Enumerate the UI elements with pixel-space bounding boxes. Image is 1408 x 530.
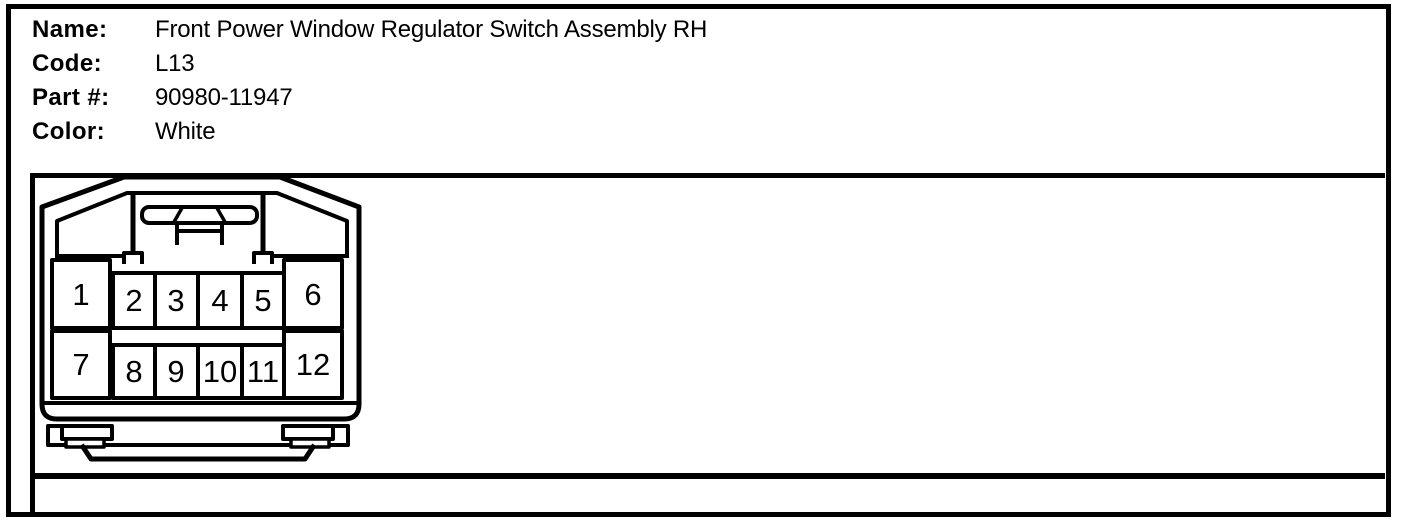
skirt-bottom-lip xyxy=(79,443,317,462)
pin-number-5: 5 xyxy=(254,283,271,318)
latch-tab-left-slant xyxy=(171,205,185,225)
skirt-right-foot xyxy=(281,424,335,441)
skirt-right-foot-step xyxy=(289,437,331,449)
pin-number-10: 10 xyxy=(203,354,237,389)
field-label-name: Name: xyxy=(32,16,108,43)
pin-grid xyxy=(50,258,344,400)
connector-pinout-diagram: 1 2 3 4 5 6 7 8 9 10 11 12 xyxy=(39,174,362,462)
pin-number-6: 6 xyxy=(304,277,321,312)
skirt-outline xyxy=(46,424,350,447)
field-value-code: L13 xyxy=(155,50,195,77)
pin-number-11: 11 xyxy=(247,354,279,389)
empty-footer-row xyxy=(35,479,1385,512)
field-value-part-number: 90980-11947 xyxy=(155,84,293,111)
pin-number-12: 12 xyxy=(296,347,330,382)
connector-skirt xyxy=(46,424,350,462)
pin-number-3: 3 xyxy=(167,283,184,318)
header-divider-line xyxy=(30,173,1385,178)
field-row-name: Name: Front Power Window Regulator Switc… xyxy=(0,16,1408,46)
skirt-left-foot xyxy=(60,424,114,441)
pin-number-7: 7 xyxy=(72,347,89,382)
pin-cavity-6 xyxy=(282,258,344,330)
table-border xyxy=(6,4,1391,517)
pin-number-1: 1 xyxy=(72,277,89,312)
footer-divider-line xyxy=(30,473,1385,479)
field-label-code: Code: xyxy=(32,50,102,77)
connector-info-header: Name: Front Power Window Regulator Switc… xyxy=(0,0,1408,173)
field-value-color: White xyxy=(155,118,216,145)
pin-cavity-12 xyxy=(282,329,344,400)
pin-numbers: 1 2 3 4 5 6 7 8 9 10 11 12 xyxy=(72,277,330,389)
field-row-part-number: Part #: 90980-11947 xyxy=(0,84,1408,114)
connector-inner-top-wall xyxy=(55,191,349,258)
pin-cavity-10 xyxy=(196,343,244,400)
field-label-part-number: Part #: xyxy=(32,84,110,111)
pin-cavity-7 xyxy=(50,329,112,400)
latch-recess-right-foot xyxy=(252,251,274,264)
latch-tab xyxy=(140,205,259,225)
field-value-name: Front Power Window Regulator Switch Asse… xyxy=(155,16,708,43)
pin-number-2: 2 xyxy=(125,283,142,318)
field-label-color: Color: xyxy=(32,118,106,145)
latch-tab-right-slant xyxy=(214,205,228,225)
latch-recess-left-foot xyxy=(122,251,144,264)
field-row-code: Code: L13 xyxy=(0,50,1408,80)
latch-lever xyxy=(175,221,224,245)
pin-number-8: 8 xyxy=(125,354,142,389)
pin-number-9: 9 xyxy=(167,354,184,389)
pin-cavity-2 xyxy=(111,271,157,330)
pin-cavity-1 xyxy=(50,258,112,330)
pin-number-4: 4 xyxy=(211,283,228,318)
field-row-color: Color: White xyxy=(0,118,1408,148)
connector-latch xyxy=(140,205,259,245)
left-column-divider-line xyxy=(30,173,35,512)
